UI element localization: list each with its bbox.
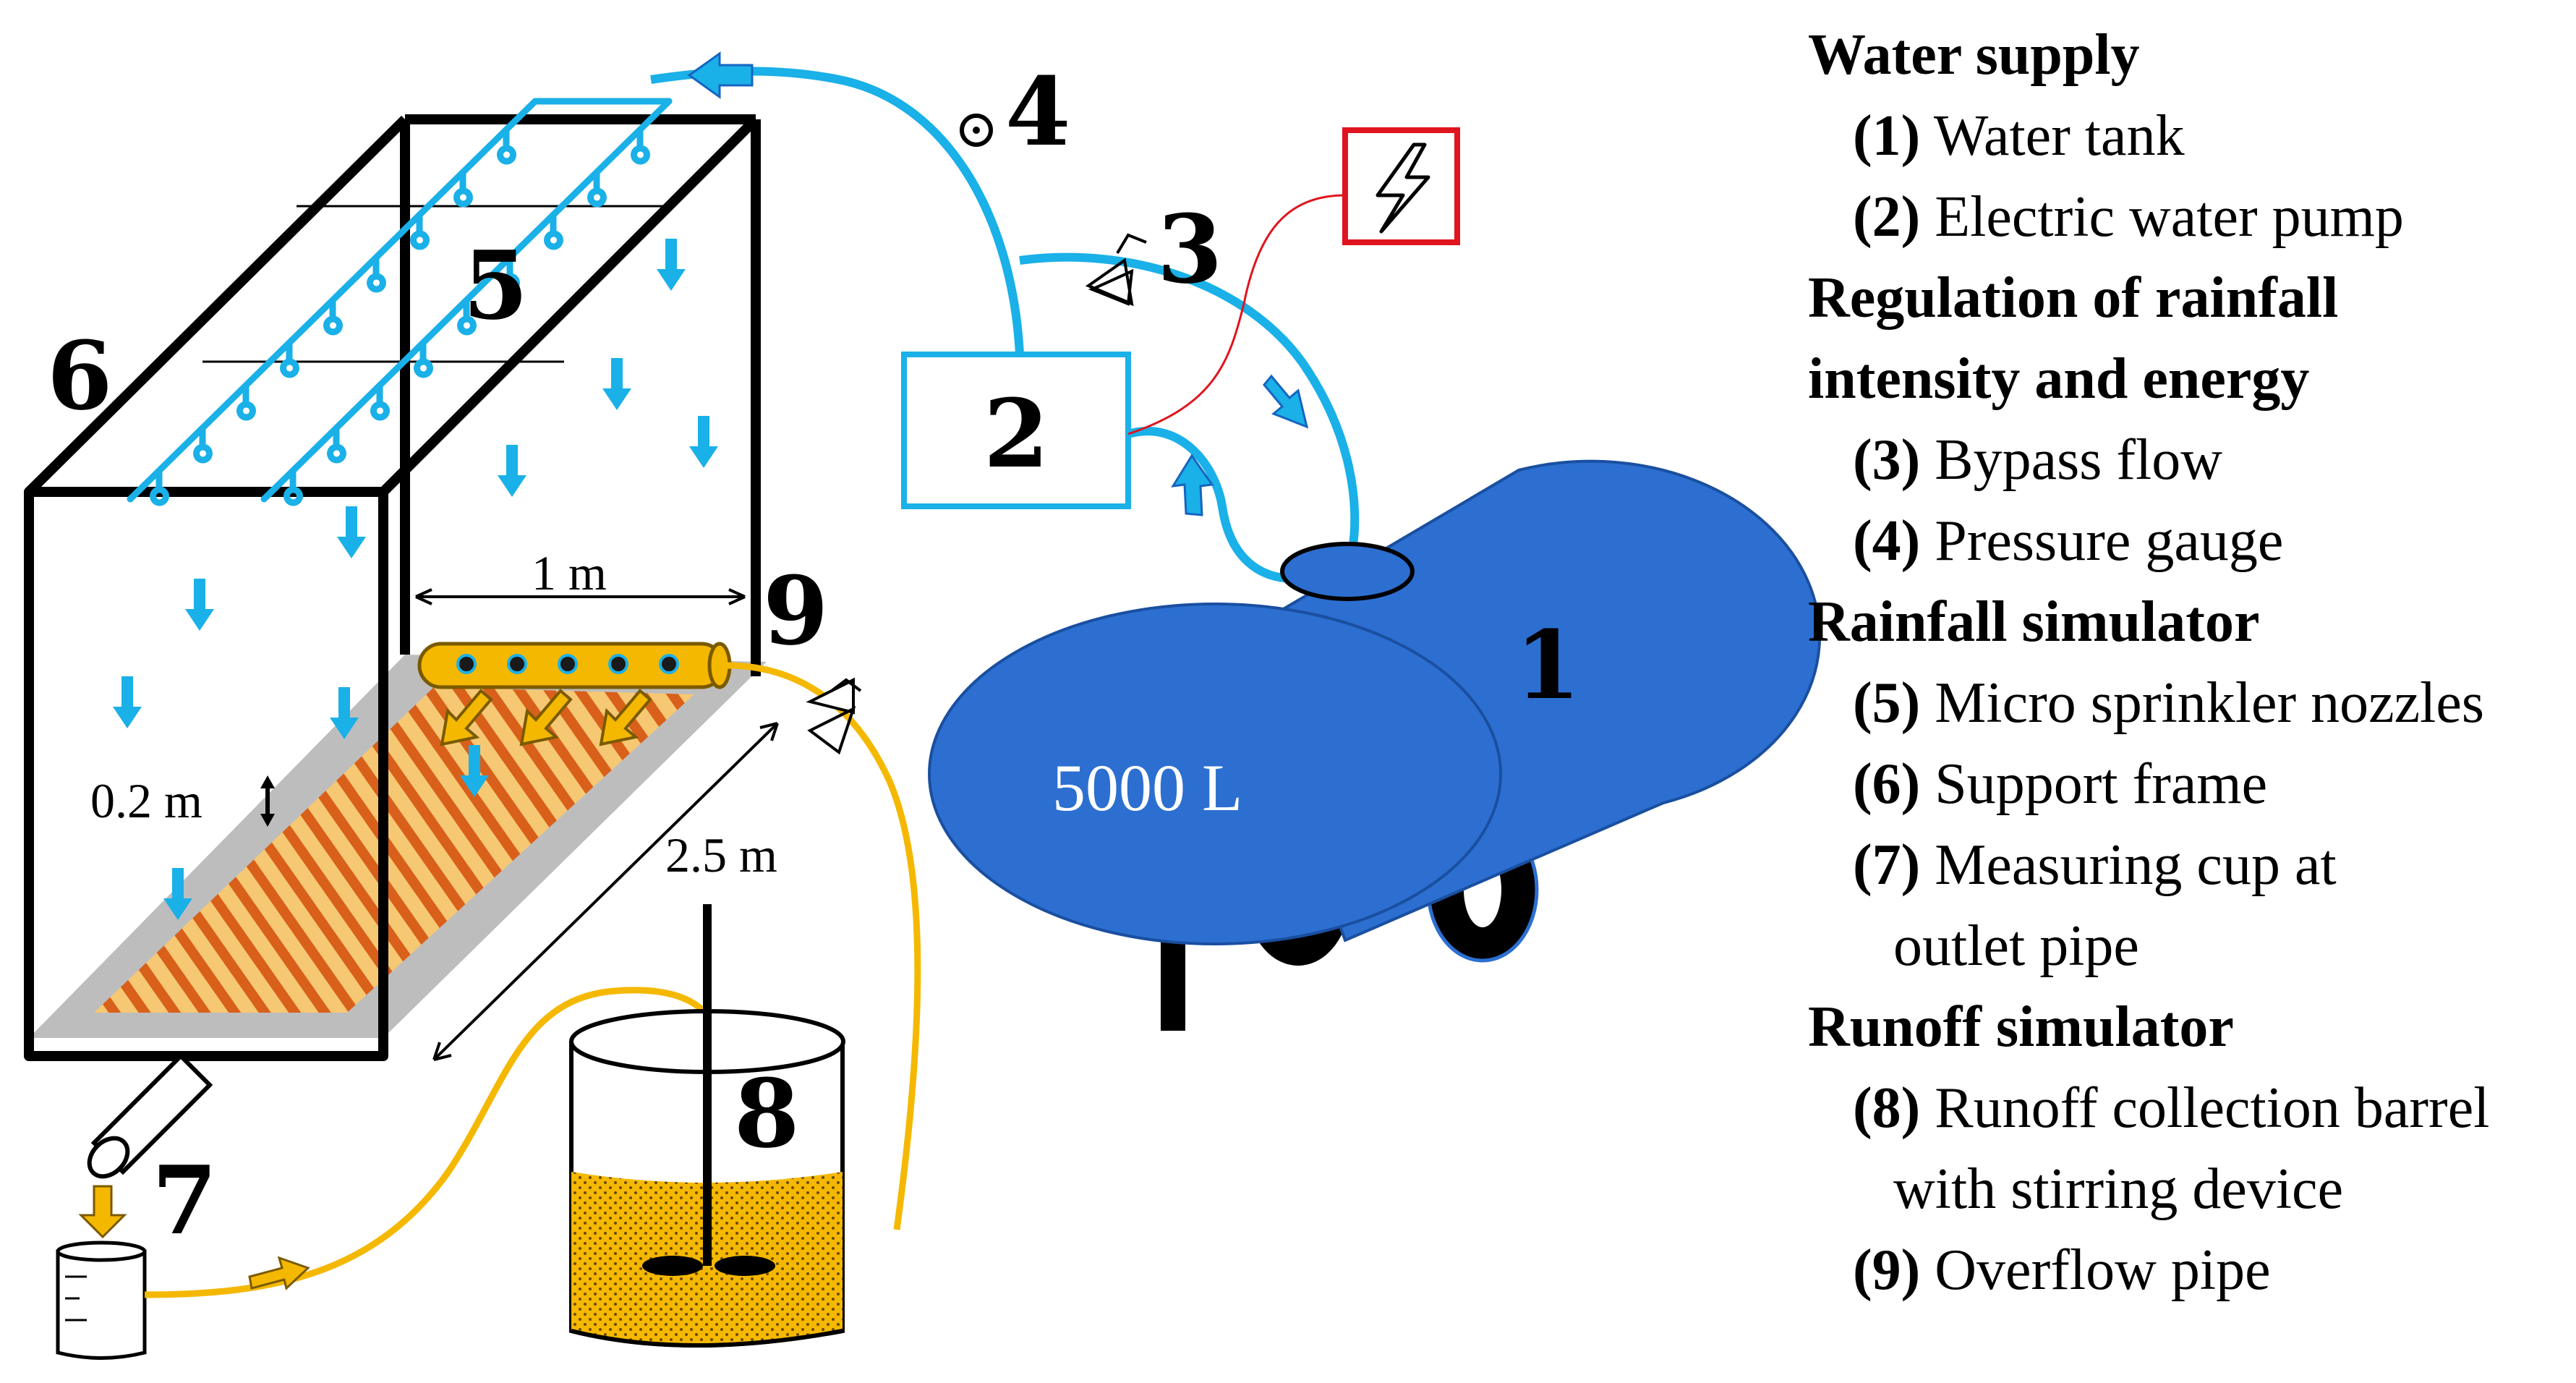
legend-number: (9) <box>1853 1238 1921 1302</box>
legend-item-1: (1) Water tank <box>1808 95 2576 176</box>
legend-heading-runoff: Runoff simulator <box>1808 995 2234 1059</box>
legend-heading-regulation-1: Regulation of rainfall <box>1808 266 2339 330</box>
legend-item-9: (9) Overflow pipe <box>1808 1230 2576 1311</box>
legend-item-3: (3) Bypass flow <box>1808 420 2576 501</box>
label-7: 7 <box>152 1145 217 1256</box>
frame-top-right-edge <box>380 116 759 495</box>
intake-flow-arrow-icon <box>1171 454 1214 516</box>
legend-heading-water-supply: Water supply <box>1808 23 2140 87</box>
frame-top-left-edge <box>25 116 409 495</box>
valve-icon <box>1085 233 1147 307</box>
legend-text: Measuring cup at <box>1935 833 2337 897</box>
tank-end <box>928 603 1502 945</box>
dimension-length-label: 2.5 m <box>665 827 777 882</box>
legend-item-2: (2) Electric water pump <box>1808 176 2576 258</box>
legend-number: (1) <box>1853 104 1921 168</box>
pressure-gauge-icon <box>960 114 993 147</box>
electric-water-pump <box>901 352 1131 509</box>
outlet-pipe <box>87 1052 213 1179</box>
legend-text: Runoff collection barrel <box>1935 1076 2490 1140</box>
legend-number: (4) <box>1853 509 1921 573</box>
tank-hatch <box>1280 542 1415 601</box>
intake-pipe <box>1127 427 1295 583</box>
tank-volume-label: 5000 L <box>1052 751 1242 825</box>
outlet-down-arrow-icon <box>78 1185 127 1239</box>
legend-item-5: (5) Micro sprinkler nozzles <box>1808 663 2576 744</box>
legend-item-8-cont: with stirring device <box>1893 1157 2344 1221</box>
runoff-flow-arrow-icon <box>248 1256 310 1290</box>
micro-sprinkler-nozzles <box>127 98 673 506</box>
label-9: 9 <box>763 556 828 666</box>
legend-text: Micro sprinkler nozzles <box>1935 671 2485 735</box>
legend-text: Overflow pipe <box>1935 1238 2271 1302</box>
legend-number: (7) <box>1853 833 1921 897</box>
legend-number: (5) <box>1853 671 1921 735</box>
label-6: 6 <box>47 320 112 431</box>
label-3: 3 <box>1157 194 1222 305</box>
legend: Water supply (1) Water tank (2) Electric… <box>1808 14 2576 1311</box>
legend-item-8: (8) Runoff collection barrel <box>1808 1068 2576 1149</box>
dimension-width-label: 1 m <box>532 545 607 600</box>
legend-text: Water tank <box>1933 104 2185 168</box>
bypass-pipe <box>1019 252 1360 550</box>
legend-text: Electric water pump <box>1935 185 2404 249</box>
legend-text: Pressure gauge <box>1935 509 2284 573</box>
stirring-device <box>642 904 775 1276</box>
label-4: 4 <box>1005 56 1070 167</box>
nozzle-icons <box>150 127 650 506</box>
legend-number: (2) <box>1853 185 1921 249</box>
depth-arrow-icon <box>260 775 275 827</box>
bypass-flow-arrow-icon <box>1263 374 1309 429</box>
dimension-depth-label: 0.2 m <box>90 773 202 828</box>
lightning-icon <box>1376 142 1430 234</box>
soil-surface <box>94 687 694 1013</box>
legend-item-6: (6) Support frame <box>1808 744 2576 825</box>
power-cable <box>1127 194 1346 435</box>
water-tank: 5000 L <box>928 459 1822 1031</box>
legend-text: Bypass flow <box>1935 428 2223 492</box>
supply-flow-arrow-icon <box>687 51 754 99</box>
soil-plot <box>29 655 767 1038</box>
dimension-width <box>415 588 746 605</box>
label-1: 1 <box>1515 610 1580 720</box>
legend-item-4: (4) Pressure gauge <box>1808 501 2576 582</box>
label-2: 2 <box>984 378 1049 489</box>
label-8: 8 <box>734 1058 799 1169</box>
frame-front <box>24 487 388 1061</box>
runoff-hose-overflow <box>726 662 921 1230</box>
supply-pipe-to-sprinklers <box>650 67 1024 355</box>
legend-number: (3) <box>1853 428 1921 492</box>
rainfall-arrows <box>113 239 718 920</box>
legend-text: Support frame <box>1935 752 2268 816</box>
legend-heading-regulation-2: intensity and energy <box>1808 347 2310 411</box>
dimension-length <box>432 722 779 1061</box>
overflow-pipe <box>417 642 732 746</box>
legend-item-7: (7) Measuring cup at <box>1808 825 2576 906</box>
valve-icon <box>806 677 862 755</box>
legend-item-7-cont: outlet pipe <box>1893 914 2139 978</box>
frame-crossbars <box>202 205 665 363</box>
support-frame <box>24 114 761 1061</box>
legend-number: (8) <box>1853 1076 1921 1140</box>
measuring-cup <box>56 1241 147 1360</box>
legend-heading-rainfall: Rainfall simulator <box>1808 590 2260 654</box>
legend-number: (6) <box>1853 752 1921 816</box>
label-5: 5 <box>463 230 528 341</box>
